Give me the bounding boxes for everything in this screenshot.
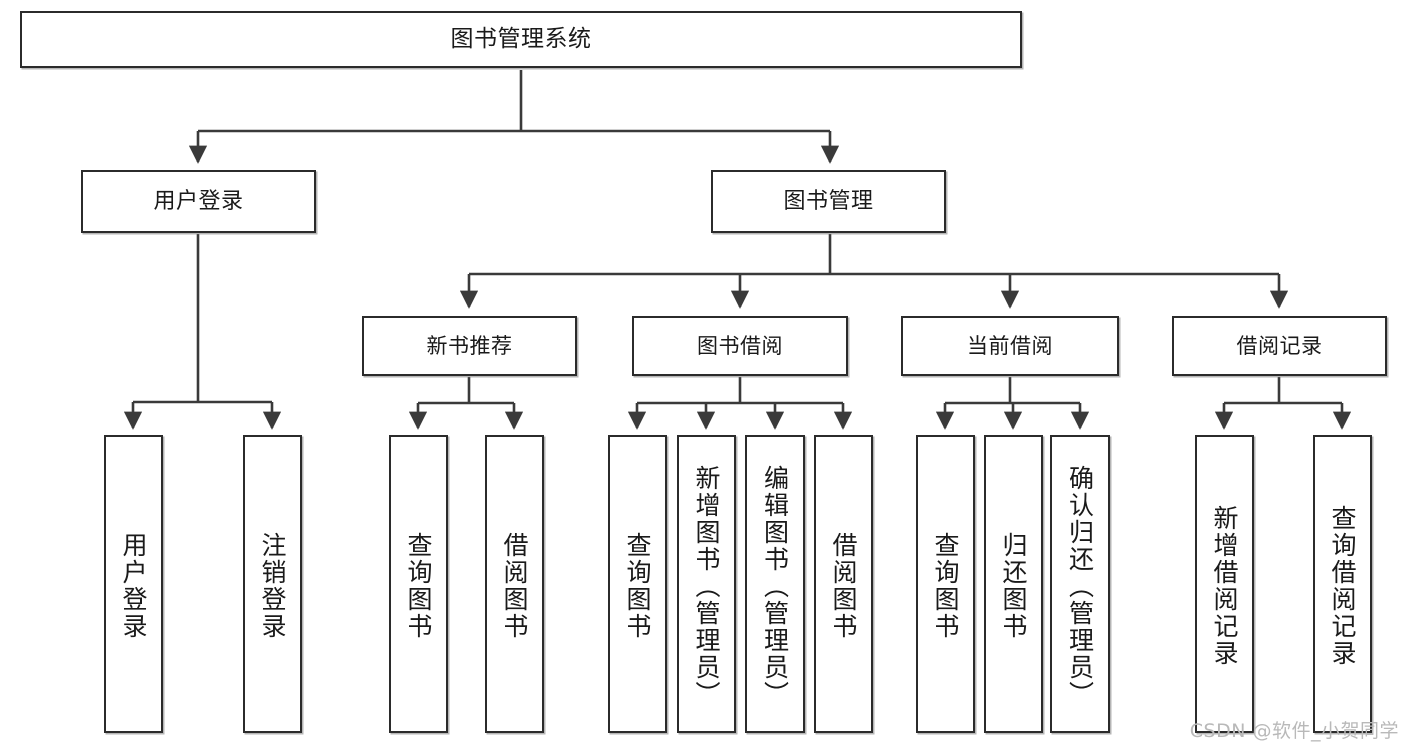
node-book-borrow-label: 图书借阅 [697,333,783,358]
node-book-borrow[interactable]: 图书借阅 [632,316,848,376]
node-leaf-user-login-label: 用户登录 [119,532,148,640]
node-leaf-return-book-label: 归还图书 [999,532,1028,640]
node-new-book-recommend-label: 新书推荐 [426,333,513,358]
node-leaf-query-record-label: 查询借阅记录 [1328,505,1357,667]
node-leaf-logout-login[interactable]: 注销登录 [243,435,302,733]
node-leaf-query-book-3[interactable]: 查询图书 [916,435,975,733]
node-leaf-edit-book-label: 编辑图书（管理员） [760,464,790,708]
node-borrow-record-label: 借阅记录 [1236,333,1323,358]
node-leaf-confirm-return-label: 确认归还（管理员） [1065,464,1095,708]
node-borrow-record[interactable]: 借阅记录 [1172,316,1387,376]
node-leaf-query-book-3-label: 查询图书 [931,532,960,640]
csdn-watermark: CSDN @软件_小贺同学 [1189,720,1399,742]
node-leaf-borrow-book-1-label: 借阅图书 [500,532,529,640]
node-leaf-borrow-book-1[interactable]: 借阅图书 [485,435,544,733]
node-current-borrow-label: 当前借阅 [967,333,1053,358]
node-leaf-add-record-label: 新增借阅记录 [1210,505,1239,667]
node-book-management-label: 图书管理 [783,188,874,214]
node-leaf-query-book-2-label: 查询图书 [623,532,652,640]
node-leaf-query-book-1[interactable]: 查询图书 [389,435,448,733]
node-leaf-confirm-return[interactable]: 确认归还（管理员） [1050,435,1110,733]
node-book-management[interactable]: 图书管理 [711,170,946,233]
node-user-login-label: 用户登录 [153,188,244,214]
node-leaf-logout-login-label: 注销登录 [258,532,287,640]
node-user-login[interactable]: 用户登录 [81,170,316,233]
node-leaf-borrow-book-2-label: 借阅图书 [829,532,858,640]
node-leaf-query-record[interactable]: 查询借阅记录 [1313,435,1372,733]
node-root-system-label: 图书管理系统 [450,25,592,52]
node-root-system[interactable]: 图书管理系统 [20,11,1022,68]
node-new-book-recommend[interactable]: 新书推荐 [362,316,577,376]
node-leaf-query-book-2[interactable]: 查询图书 [608,435,667,733]
node-current-borrow[interactable]: 当前借阅 [901,316,1119,376]
node-leaf-return-book[interactable]: 归还图书 [984,435,1043,733]
node-leaf-add-book[interactable]: 新增图书（管理员） [677,435,736,733]
node-leaf-user-login[interactable]: 用户登录 [104,435,163,733]
node-leaf-borrow-book-2[interactable]: 借阅图书 [814,435,873,733]
node-leaf-add-record[interactable]: 新增借阅记录 [1195,435,1254,733]
node-leaf-edit-book[interactable]: 编辑图书（管理员） [745,435,805,733]
node-leaf-add-book-label: 新增图书（管理员） [692,464,721,708]
node-leaf-query-book-1-label: 查询图书 [404,532,433,640]
